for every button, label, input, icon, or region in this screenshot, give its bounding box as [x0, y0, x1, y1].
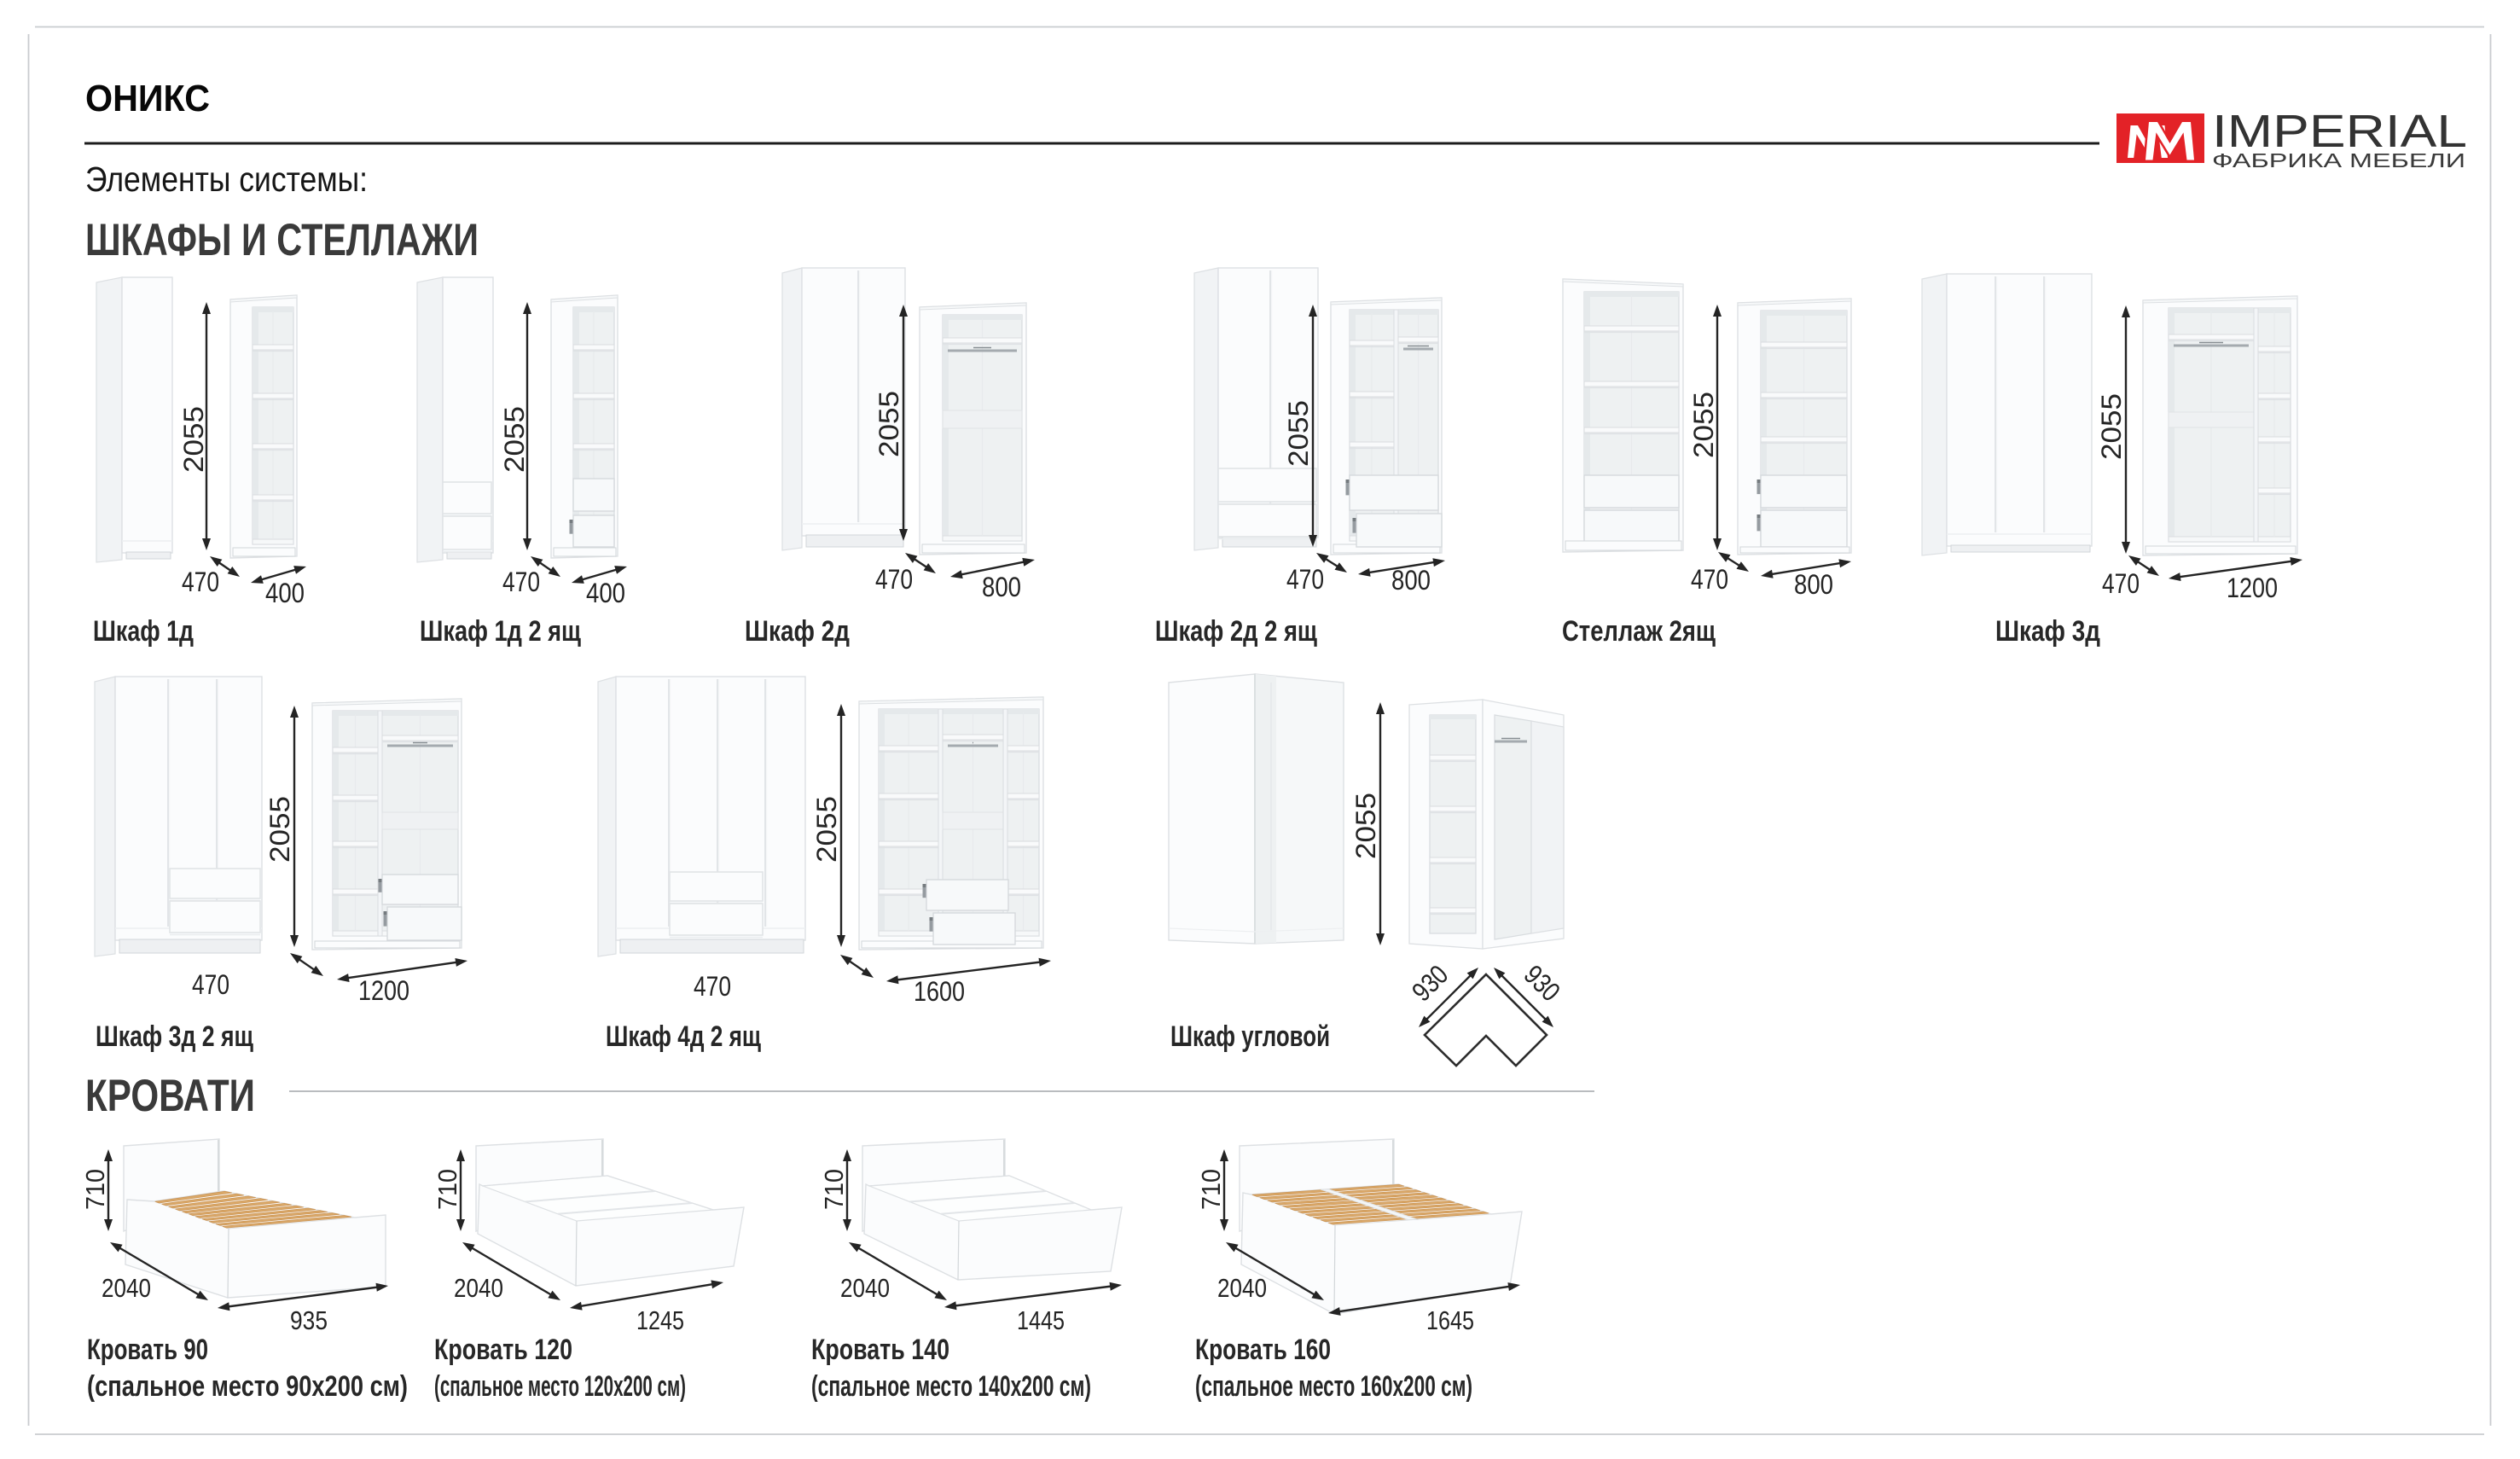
svg-text:Шкаф 3д 2 ящ: Шкаф 3д 2 ящ: [96, 1020, 253, 1053]
svg-text:800: 800: [982, 572, 1021, 602]
svg-text:(спальное место 90х200 см): (спальное место 90х200 см): [87, 1370, 408, 1403]
svg-text:470: 470: [1286, 564, 1324, 595]
svg-text:710: 710: [1196, 1169, 1226, 1210]
svg-text:Шкаф 1д: Шкаф 1д: [93, 615, 194, 648]
svg-text:1200: 1200: [358, 975, 409, 1006]
svg-text:1600: 1600: [914, 976, 965, 1007]
svg-text:470: 470: [2102, 568, 2140, 599]
svg-text:(спальное место 140х200 см): (спальное место 140х200 см): [811, 1370, 1091, 1403]
svg-text:470: 470: [1691, 564, 1728, 595]
svg-text:Элементы системы:: Элементы системы:: [85, 160, 368, 199]
svg-text:470: 470: [875, 564, 913, 595]
svg-text:470: 470: [694, 971, 731, 1002]
svg-text:Шкаф угловой: Шкаф угловой: [1170, 1020, 1330, 1053]
svg-text:(спальное место 120х200 см): (спальное место 120х200 см): [434, 1370, 686, 1403]
svg-text:1645: 1645: [1426, 1305, 1474, 1335]
svg-text:400: 400: [586, 578, 625, 608]
svg-text:1200: 1200: [2227, 573, 2278, 603]
svg-text:470: 470: [182, 567, 219, 597]
svg-text:710: 710: [433, 1169, 462, 1210]
svg-text:2040: 2040: [454, 1273, 503, 1303]
svg-text:2040: 2040: [102, 1273, 151, 1303]
svg-text:2055: 2055: [874, 391, 904, 457]
svg-text:2055: 2055: [1688, 392, 1719, 458]
svg-text:2055: 2055: [811, 796, 842, 863]
svg-text:400: 400: [265, 578, 305, 608]
svg-text:Кровать 120: Кровать 120: [434, 1334, 572, 1366]
svg-text:ОНИКС: ОНИКС: [85, 78, 210, 119]
svg-text:Кровать 160: Кровать 160: [1195, 1334, 1331, 1366]
svg-text:2055: 2055: [264, 796, 295, 863]
svg-text:ШКАФЫ И СТЕЛЛАЖИ: ШКАФЫ И СТЕЛЛАЖИ: [85, 215, 479, 265]
svg-text:710: 710: [80, 1169, 110, 1210]
svg-text:2055: 2055: [2096, 393, 2127, 460]
svg-text:2040: 2040: [840, 1273, 890, 1303]
svg-text:ФАБРИКА МЕБЕЛИ: ФАБРИКА МЕБЕЛИ: [2212, 149, 2465, 171]
svg-text:1245: 1245: [636, 1305, 684, 1335]
svg-text:800: 800: [1794, 569, 1833, 600]
svg-text:Шкаф 3д: Шкаф 3д: [1995, 615, 2100, 648]
svg-text:Шкаф 4д 2 ящ: Шкаф 4д 2 ящ: [606, 1020, 761, 1053]
svg-text:1445: 1445: [1017, 1305, 1065, 1335]
svg-text:IMPERIAL: IMPERIAL: [2212, 106, 2467, 157]
svg-text:710: 710: [819, 1169, 849, 1210]
svg-text:2055: 2055: [178, 406, 209, 473]
svg-text:Стеллаж 2ящ: Стеллаж 2ящ: [1562, 615, 1716, 648]
svg-text:Шкаф 2д 2 ящ: Шкаф 2д 2 ящ: [1155, 615, 1317, 648]
svg-text:2040: 2040: [1217, 1273, 1267, 1303]
svg-text:Кровать 140: Кровать 140: [811, 1334, 949, 1366]
svg-text:2055: 2055: [499, 406, 530, 473]
svg-text:470: 470: [192, 969, 229, 1000]
svg-text:Шкаф 2д: Шкаф 2д: [745, 615, 850, 648]
svg-text:Шкаф 1д 2 ящ: Шкаф 1д 2 ящ: [420, 615, 581, 648]
svg-text:КРОВАТИ: КРОВАТИ: [85, 1071, 255, 1121]
svg-text:Кровать 90: Кровать 90: [87, 1334, 208, 1366]
svg-text:(спальное место 160х200 см): (спальное место 160х200 см): [1195, 1370, 1472, 1403]
svg-text:2055: 2055: [1350, 793, 1381, 859]
svg-text:470: 470: [502, 567, 540, 597]
svg-text:2055: 2055: [1283, 400, 1314, 467]
svg-text:800: 800: [1391, 565, 1431, 596]
svg-text:935: 935: [290, 1305, 328, 1335]
